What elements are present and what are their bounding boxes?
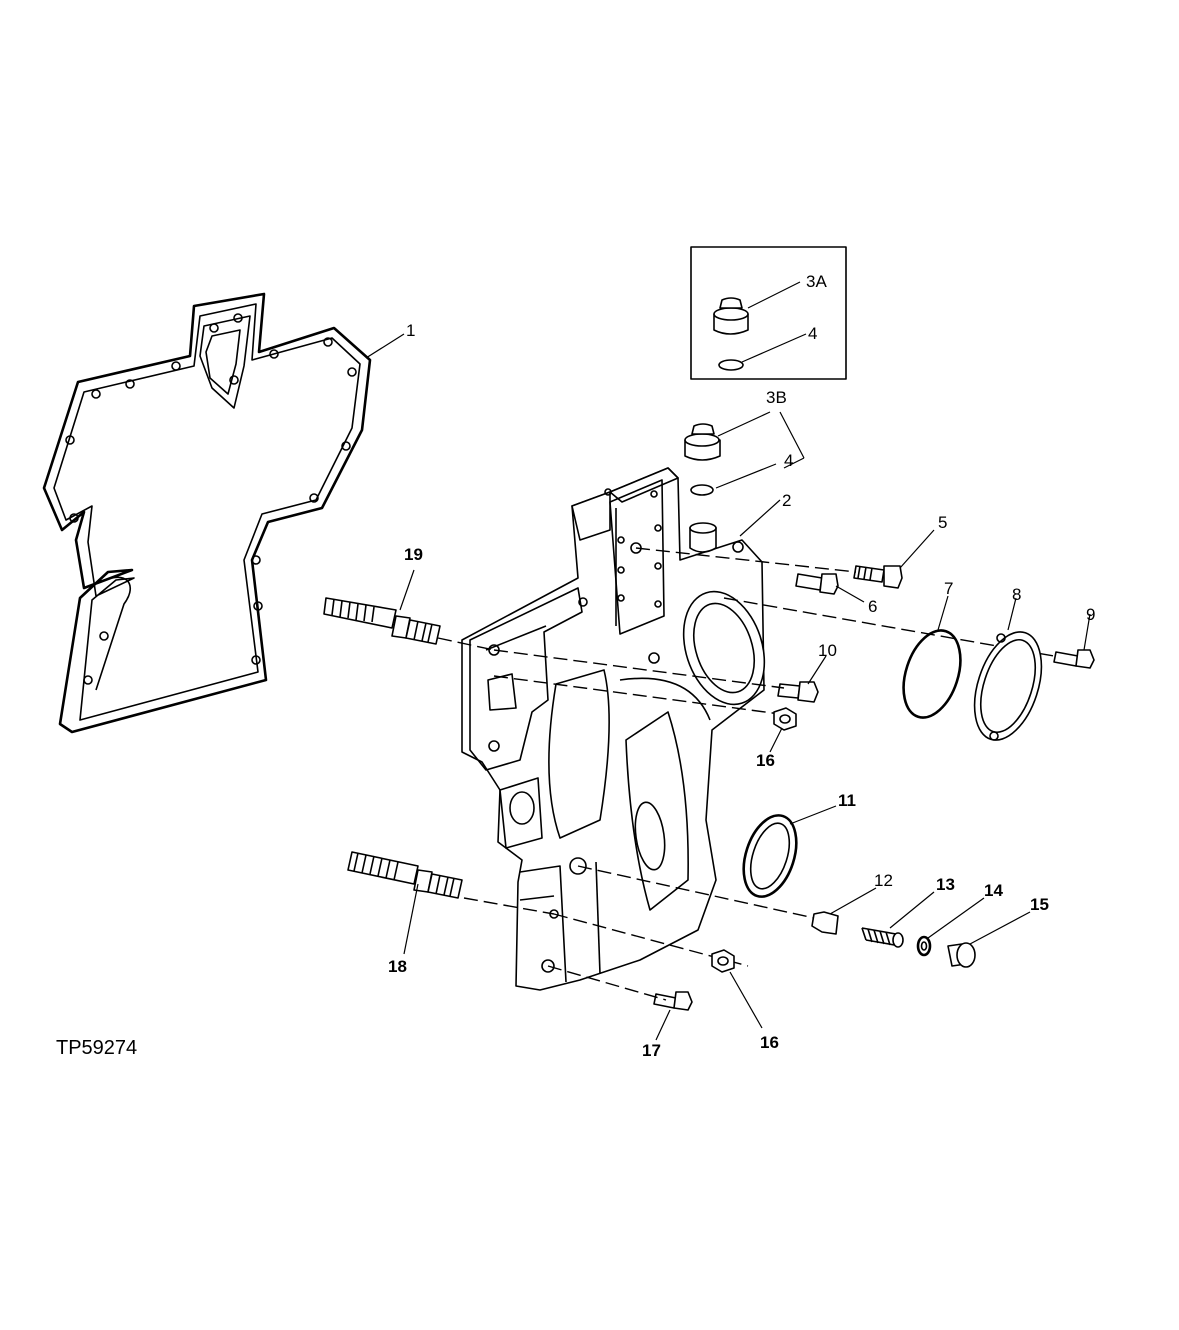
callout-15: 15 bbox=[1030, 895, 1049, 914]
callout-3b: 3B bbox=[766, 388, 787, 407]
callout-11: 11 bbox=[838, 791, 856, 810]
bolt-part-9 bbox=[1053, 649, 1095, 669]
valve-part-12 bbox=[811, 911, 839, 935]
gasket-part-1 bbox=[42, 292, 372, 734]
fill-cap-3b bbox=[684, 423, 721, 461]
bolt-part-6 bbox=[795, 573, 839, 595]
bolt-part-10 bbox=[777, 681, 819, 703]
callout-4: 4 bbox=[784, 451, 793, 470]
assembly-lines bbox=[437, 547, 1055, 1001]
timing-cover-part-2 bbox=[461, 467, 766, 991]
tower-holes bbox=[604, 488, 662, 608]
callout-14: 14 bbox=[984, 881, 1003, 900]
washer-part-14 bbox=[916, 935, 932, 957]
reference-code: TP59274 bbox=[56, 1037, 137, 1059]
bolt-part-5 bbox=[853, 565, 903, 589]
callout-18: 18 bbox=[388, 957, 407, 976]
callout-9: 9 bbox=[1086, 605, 1095, 624]
nut-part-16-lower bbox=[711, 949, 735, 973]
inset-box bbox=[690, 246, 847, 380]
callout-labels: 1 3A 4 3B 4 2 5 6 7 8 9 10 16 11 12 13 1… bbox=[388, 272, 1095, 1060]
cover-plate-part-8 bbox=[973, 631, 1043, 741]
callout-7: 7 bbox=[944, 579, 953, 598]
callout-12: 12 bbox=[874, 871, 893, 890]
callout-19: 19 bbox=[404, 545, 423, 564]
o-ring-4 bbox=[690, 484, 714, 496]
gasket-bolt-holes bbox=[65, 313, 357, 685]
callout-3a: 3A bbox=[806, 272, 827, 291]
nut-part-16-upper bbox=[773, 707, 797, 731]
callout-13: 13 bbox=[936, 875, 955, 894]
callout-4-inset: 4 bbox=[808, 324, 817, 343]
plug-part-15 bbox=[947, 942, 976, 968]
callout-17: 17 bbox=[642, 1041, 661, 1060]
callout-16-lower: 16 bbox=[760, 1033, 779, 1052]
fill-cap-3a bbox=[713, 297, 749, 335]
o-ring-4-inset bbox=[718, 359, 744, 371]
callout-5: 5 bbox=[938, 513, 947, 532]
stud-part-18 bbox=[347, 851, 463, 899]
stud-part-19 bbox=[323, 597, 441, 645]
callout-16-upper: 16 bbox=[756, 751, 775, 770]
o-ring-part-7 bbox=[902, 629, 962, 719]
callout-6: 6 bbox=[868, 597, 877, 616]
spring-part-13 bbox=[861, 927, 904, 948]
callout-2: 2 bbox=[782, 491, 791, 510]
callout-10: 10 bbox=[818, 641, 837, 660]
bolt-part-17 bbox=[653, 991, 693, 1011]
seal-part-11 bbox=[742, 814, 798, 898]
callout-8: 8 bbox=[1012, 585, 1021, 604]
callout-1: 1 bbox=[406, 321, 415, 340]
leader-lines bbox=[365, 281, 1091, 1041]
